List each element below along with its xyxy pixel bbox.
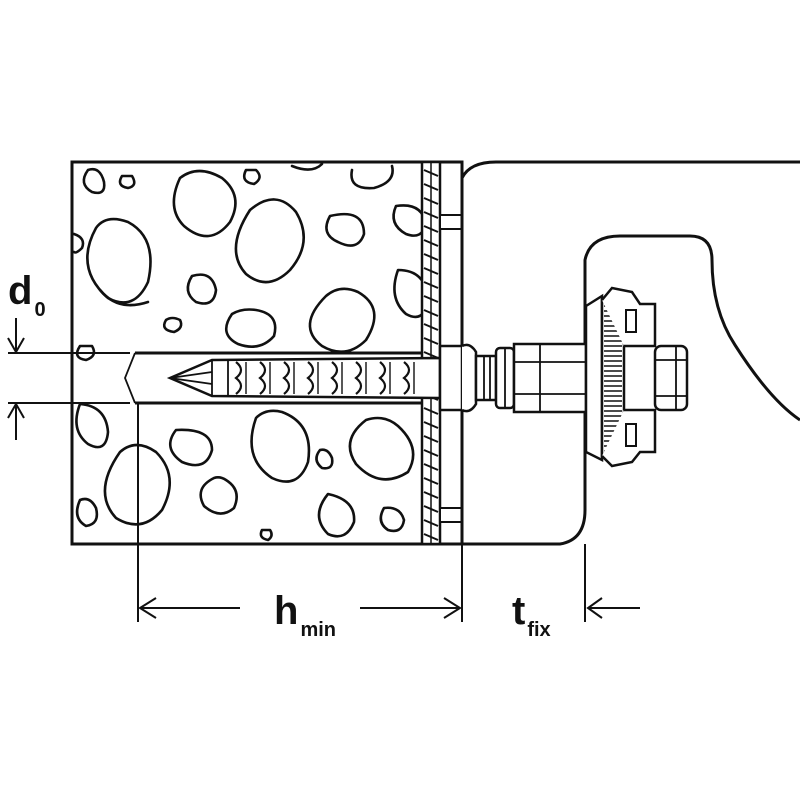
- plaster-hatch: [423, 267, 439, 275]
- plastic-plug: [166, 356, 442, 400]
- plaster-hatch: [423, 211, 439, 219]
- clamp-washer: [584, 286, 657, 468]
- plug-rib: [258, 361, 267, 395]
- plaster-hatch: [423, 183, 439, 191]
- plug-rib: [234, 361, 243, 395]
- plaster-hatch: [423, 309, 439, 317]
- plaster-hatch: [423, 463, 439, 471]
- plaster-hatch: [423, 253, 439, 261]
- plaster-hatch: [423, 519, 439, 527]
- plaster-hatch: [423, 239, 439, 247]
- plaster-hatch: [423, 169, 439, 177]
- plaster-hatch: [423, 533, 439, 541]
- plaster-hatch: [423, 407, 439, 415]
- plug-rib: [282, 361, 291, 395]
- plug-rib: [330, 361, 339, 395]
- plaster-hatch: [423, 449, 439, 457]
- plaster-hatch: [423, 491, 439, 499]
- hex-nut: [653, 344, 689, 412]
- plug-rib: [306, 361, 315, 395]
- plaster-hatch: [423, 435, 439, 443]
- dimension-hmin: [137, 403, 463, 622]
- screw: [438, 342, 588, 414]
- plaster-hatch: [423, 505, 439, 513]
- plug-rib: [402, 361, 411, 395]
- plaster-hatch: [423, 323, 439, 331]
- plaster-hatch: [423, 281, 439, 289]
- dimension-d0: [7, 318, 130, 440]
- plaster-hatch: [423, 337, 439, 345]
- fixture-object: [460, 160, 800, 546]
- plaster-hatch: [423, 197, 439, 205]
- plaster-hatch: [423, 421, 439, 429]
- plug-rib: [378, 361, 387, 395]
- dimension-tfix: [584, 544, 640, 622]
- plaster-layer: [420, 160, 442, 546]
- plaster-hatch: [423, 477, 439, 485]
- plaster-hatch: [423, 225, 439, 233]
- plaster-hatch: [423, 295, 439, 303]
- aggregate-stones: [72, 162, 430, 542]
- plug-rib: [354, 361, 363, 395]
